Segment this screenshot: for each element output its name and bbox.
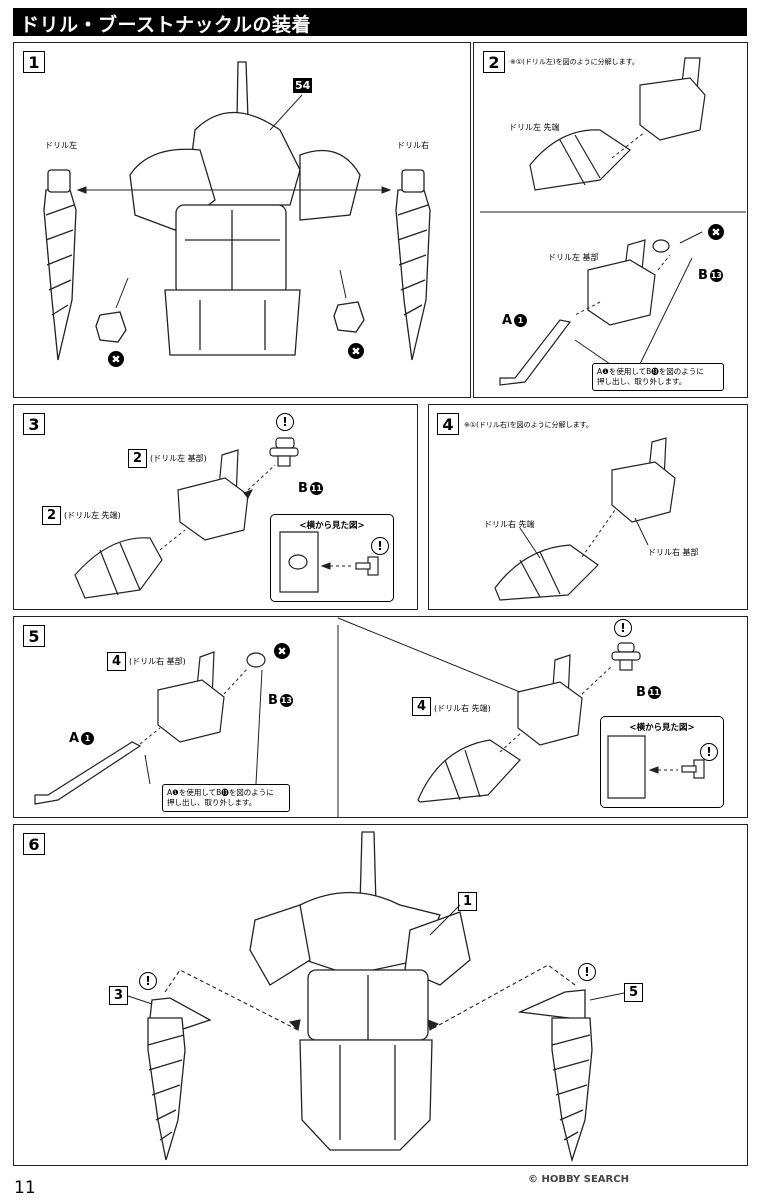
step-2-callout: A❶を使用してB⓭を図のように 押し出し、取り外します。: [592, 363, 724, 391]
step-2-number: 2: [483, 51, 505, 73]
part-a-letter: A: [69, 731, 80, 746]
title-bar: ドリル・ブーストナックルの装着: [13, 8, 747, 36]
ref-drill-left-tip-label: (ドリル左 先端): [64, 511, 121, 520]
part-b-letter: B: [698, 268, 708, 283]
attention-icon: !: [614, 619, 632, 637]
watermark: © HOBBY SEARCH: [528, 1174, 629, 1185]
part-b-letter: B: [268, 693, 278, 708]
discard-icon: ✖: [708, 224, 724, 240]
ref-step-1-badge: 1: [458, 892, 477, 911]
attention-icon: !: [700, 743, 718, 761]
drill-right-tip-label: ドリル右 先端: [484, 520, 535, 529]
page-number: 11: [14, 1178, 36, 1198]
part-number-badge: 1: [81, 732, 95, 745]
step-3-panel: [13, 404, 418, 610]
page-title: ドリル・ブーストナックルの装着: [20, 14, 311, 36]
drill-right-label: ドリル右: [397, 141, 429, 150]
drill-left-label: ドリル左: [45, 141, 77, 150]
attention-icon: !: [276, 413, 294, 431]
step-3-number: 3: [23, 413, 45, 435]
part-number-badge: 13: [709, 269, 723, 282]
part-number-badge: 1: [514, 314, 528, 327]
step-5-panel: [13, 616, 748, 818]
step-1-number: 1: [23, 51, 45, 73]
side-view-heading: <横から見た図>: [629, 723, 695, 733]
drill-left-tip-label: ドリル左 先端: [509, 123, 560, 132]
step-4-number: 4: [437, 413, 459, 435]
discard-icon: ✖: [348, 343, 364, 359]
attention-icon: !: [578, 963, 596, 981]
ref-drill-left-base-label: (ドリル左 基部): [150, 454, 207, 463]
step-4-panel: [428, 404, 748, 610]
step-2-note: ※①(ドリル左)を図のように分解します。: [510, 58, 639, 66]
ref-drill-right-base-label: (ドリル右 基部): [129, 657, 186, 666]
ref-step-5-badge: 5: [624, 983, 643, 1002]
discard-icon: ✖: [274, 643, 290, 659]
part-number-badge: 11: [309, 482, 323, 495]
part-b-letter: B: [636, 685, 646, 700]
part-number-badge: 11: [647, 686, 661, 699]
discard-icon: ✖: [108, 351, 124, 367]
step-2-panel: [473, 42, 748, 398]
ref-step-4-badge: 4: [412, 697, 431, 716]
ref-step-3-badge: 3: [109, 986, 128, 1005]
ref-step-4-badge: 4: [107, 652, 126, 671]
side-view-heading: <横から見た図>: [299, 521, 365, 531]
attention-icon: !: [139, 972, 157, 990]
part-number-badge: 13: [279, 694, 293, 707]
ref-step-2-badge: 2: [42, 506, 61, 525]
ref-step-2-badge: 2: [128, 449, 147, 468]
drill-left-base-label: ドリル左 基部: [548, 253, 599, 262]
drill-right-base-label: ドリル右 基部: [648, 548, 699, 557]
step-5-number: 5: [23, 625, 45, 647]
part-tag-54: 54: [293, 78, 313, 93]
part-b-letter: B: [298, 481, 308, 496]
attention-icon: !: [371, 537, 389, 555]
step-5-callout: A❶を使用してB⓭を図のように 押し出し、取り外します。: [162, 784, 290, 812]
part-a-letter: A: [502, 313, 513, 328]
step-6-number: 6: [23, 833, 45, 855]
step-1-panel: [13, 42, 471, 398]
step-4-note: ※①(ドリル右)を図のように分解します。: [464, 421, 593, 429]
step-6-panel: [13, 824, 748, 1166]
ref-drill-right-tip-label: (ドリル右 先端): [434, 704, 491, 713]
